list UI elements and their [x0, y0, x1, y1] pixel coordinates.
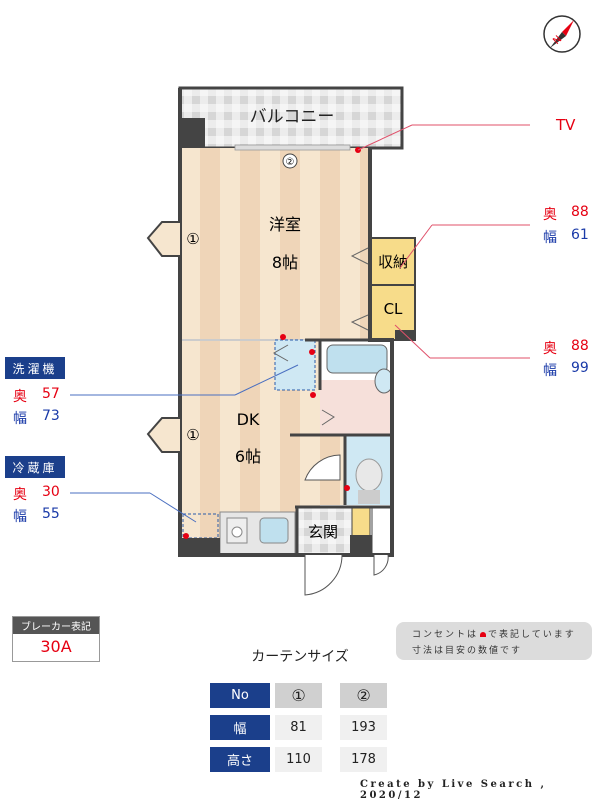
- curtain-header-1: ①: [275, 683, 322, 708]
- bathtub: [326, 344, 388, 374]
- closet-width-label: 幅: [543, 363, 557, 379]
- storage-width: 61: [571, 227, 589, 243]
- washer-width: 73: [42, 408, 60, 424]
- curtain-header-no: No: [210, 683, 270, 708]
- dk-size: 6帖: [235, 447, 261, 466]
- window-marker-2: [282, 153, 298, 169]
- curtain-row-width-label: 幅: [210, 715, 270, 740]
- closet-depth: 88: [571, 338, 589, 354]
- balcony-label: バルコニー: [250, 107, 335, 127]
- window-marker-2-label: ②: [286, 157, 295, 168]
- curtain-width-2: 193: [340, 715, 387, 740]
- washer-depth: 57: [42, 386, 60, 402]
- fridge-width: 55: [42, 506, 60, 522]
- outlet-markers: [183, 147, 361, 539]
- curtain-row-height-label: 高さ: [210, 747, 270, 772]
- entrance: [297, 507, 352, 555]
- window-2: [234, 144, 351, 151]
- curtain-title: カーテンサイズ: [251, 649, 349, 665]
- washer-title: 洗濯機: [5, 357, 65, 379]
- breaker-box: ブレーカー表記 30A: [12, 616, 100, 662]
- storage-width-label: 幅: [543, 230, 557, 246]
- western-room-label: 洋室: [269, 215, 301, 234]
- tv-label: TV: [556, 116, 576, 134]
- storage-depth: 88: [571, 204, 589, 220]
- note-line1b: で表記しています: [488, 630, 576, 640]
- floor-plan: バルコニー 洋室 8帖 収納 CL DK: [70, 86, 530, 596]
- washer-depth-label: 奥: [13, 389, 27, 405]
- breaker-value: 30A: [40, 637, 72, 656]
- outlet-legend-icon: [480, 632, 487, 637]
- fridge-title: 冷蔵庫: [5, 456, 65, 478]
- curtain-header-2: ②: [340, 683, 387, 708]
- closet-label: CL: [384, 300, 403, 318]
- toilet-icon: [355, 458, 383, 492]
- note-line2: 寸法は目安の数値です: [412, 646, 523, 656]
- fridge-depth-label: 奥: [13, 487, 27, 503]
- note-box: コンセントはで表記しています 寸法は目安の数値です: [396, 622, 592, 660]
- window-1-western: [146, 221, 180, 257]
- window-1-dk: [146, 417, 180, 453]
- window-marker-1-label: ①: [186, 230, 199, 248]
- breaker-title: ブレーカー表記: [13, 617, 99, 634]
- closet-width: 99: [571, 360, 589, 376]
- compass-icon: N: [543, 15, 581, 53]
- storage-label: 収納: [378, 253, 408, 271]
- note-line1a: コンセントは: [412, 630, 479, 640]
- closet-depth-label: 奥: [543, 341, 557, 357]
- entrance-label: 玄関: [308, 523, 338, 541]
- fridge-depth: 30: [42, 484, 60, 500]
- storage: [369, 237, 416, 286]
- fridge-width-label: 幅: [13, 509, 27, 525]
- dk-label: DK: [237, 410, 260, 429]
- curtain-height-1: 110: [275, 747, 322, 772]
- curtain-width-1: 81: [275, 715, 322, 740]
- curtain-height-2: 178: [340, 747, 387, 772]
- footer-credit: Create by Live Search , 2020/12: [360, 779, 547, 800]
- washer-space: [274, 339, 316, 391]
- window-marker-1-label: ①: [186, 426, 199, 444]
- storage-depth-label: 奥: [543, 207, 557, 223]
- washer-width-label: 幅: [13, 411, 27, 427]
- western-room: [180, 148, 370, 340]
- western-room-size: 8帖: [272, 253, 298, 272]
